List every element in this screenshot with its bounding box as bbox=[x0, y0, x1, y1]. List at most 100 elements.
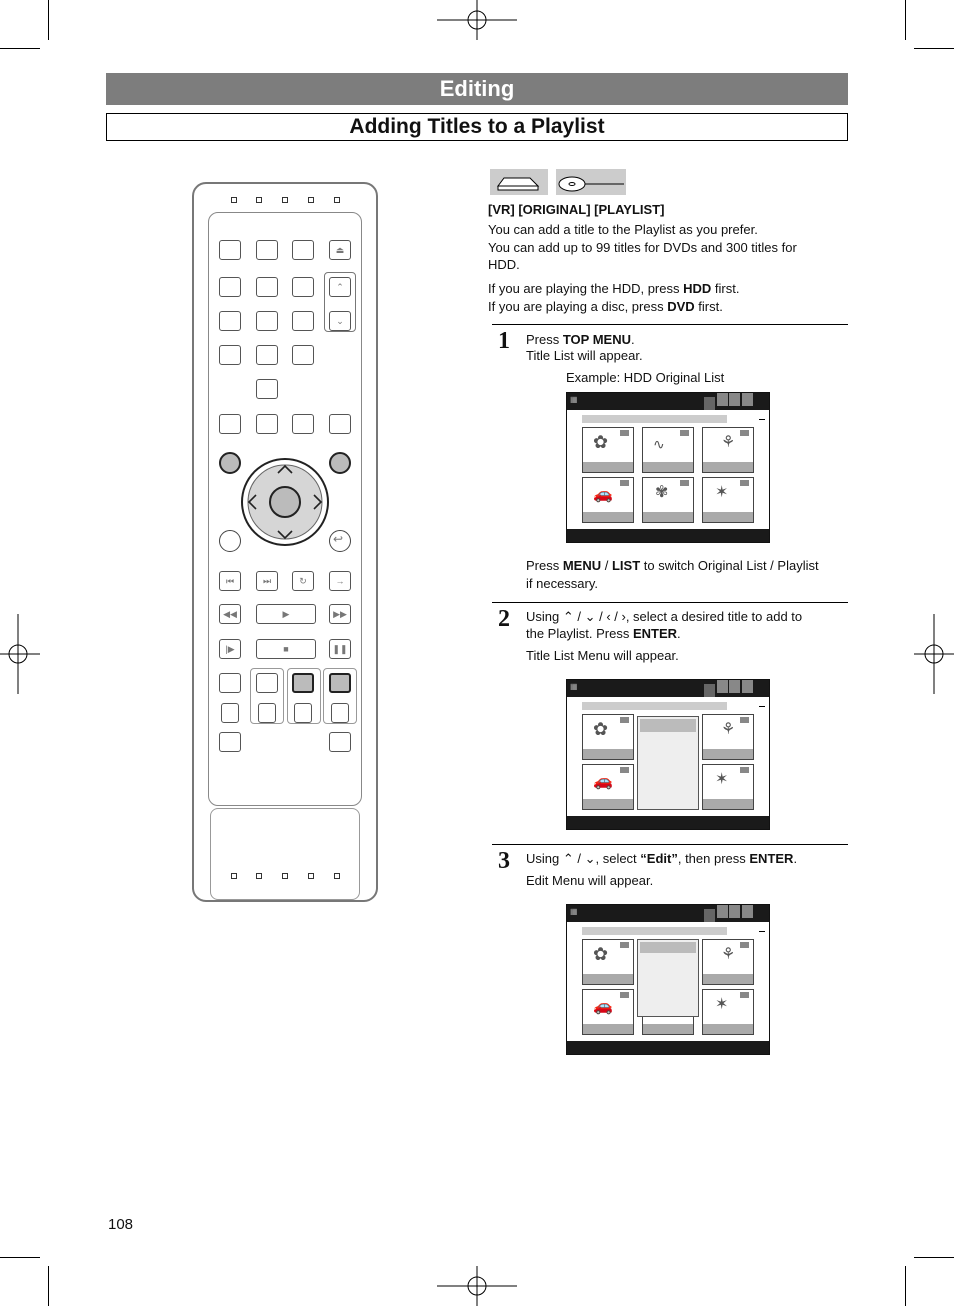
top-menu-button bbox=[219, 452, 241, 474]
remote-button bbox=[219, 311, 241, 331]
tulip-thumb: ⚘ bbox=[702, 939, 754, 985]
remote-button bbox=[256, 379, 278, 399]
remote-button-down: ⌄ bbox=[329, 311, 351, 331]
hdd-instruction: If you are playing the HDD, press HDD fi… bbox=[488, 281, 740, 296]
remote-led bbox=[308, 873, 314, 879]
screen-title-bar bbox=[582, 927, 727, 935]
crop-mark bbox=[0, 1257, 40, 1258]
flowers-thumb: ✿ bbox=[582, 427, 634, 473]
menu-highlight bbox=[640, 942, 696, 953]
skip-button: → bbox=[329, 571, 351, 591]
remote-button-round bbox=[219, 530, 241, 552]
crop-mark bbox=[914, 1257, 954, 1258]
remote-panel bbox=[208, 212, 362, 806]
step-instruction: the Playlist. Press ENTER. bbox=[526, 626, 681, 641]
step-note: Press MENU / LIST to switch Original Lis… bbox=[526, 558, 819, 573]
screen-dash bbox=[759, 419, 765, 420]
replay-button: ↻ bbox=[292, 571, 314, 591]
screen-indicator bbox=[729, 905, 740, 918]
step-icon: |▶ bbox=[225, 643, 235, 654]
crop-mark bbox=[0, 48, 40, 49]
flowers-thumb: ✿ bbox=[582, 939, 634, 985]
step-number: 3 bbox=[498, 848, 510, 874]
step-number: 1 bbox=[498, 328, 510, 354]
screen-dash bbox=[759, 706, 765, 707]
crop-mark bbox=[48, 0, 49, 40]
edit-menu bbox=[637, 939, 699, 1017]
remote-button bbox=[256, 240, 278, 260]
remote-button bbox=[292, 277, 314, 297]
registration-mark bbox=[437, 0, 517, 40]
skip-forward-button: ⏭ bbox=[256, 571, 278, 591]
remote-button-up: ⌃ bbox=[329, 277, 351, 297]
remote-button bbox=[292, 345, 314, 365]
registration-mark bbox=[914, 614, 954, 694]
play-button: ▶ bbox=[256, 604, 316, 624]
screen-header: ▦ bbox=[567, 393, 769, 410]
remote-button bbox=[292, 240, 314, 260]
remote-led bbox=[256, 197, 262, 203]
grid-icon: ▦ bbox=[570, 682, 578, 691]
step-divider bbox=[492, 602, 848, 603]
screen-indicator bbox=[742, 680, 753, 693]
example-caption: Example: HDD Original List bbox=[566, 370, 725, 385]
hdd-button bbox=[292, 673, 314, 693]
arrow-keys-icon: ⌃ / ⌄ bbox=[562, 851, 596, 866]
section-header: Editing bbox=[106, 73, 848, 105]
remote-button bbox=[329, 414, 351, 434]
screen-footer bbox=[567, 816, 769, 829]
remote-led bbox=[308, 197, 314, 203]
crop-mark bbox=[905, 1266, 906, 1306]
remote-button bbox=[256, 311, 278, 331]
dvd-button bbox=[329, 673, 351, 693]
play-icon: ▶ bbox=[282, 608, 290, 619]
skip-back-button: ⏮ bbox=[219, 571, 241, 591]
screen-indicator bbox=[742, 393, 753, 406]
remote-button bbox=[258, 703, 276, 723]
skip-forward-icon: ⏭ bbox=[262, 575, 272, 586]
title-list-screen: ▦ ✿ ∿ ⚘ 🚗 ✾ ✶ bbox=[566, 392, 770, 543]
screen-indicator bbox=[704, 909, 715, 922]
grid-icon: ▦ bbox=[570, 395, 578, 404]
crop-mark bbox=[914, 48, 954, 49]
screen-indicator bbox=[704, 397, 715, 410]
step-button: |▶ bbox=[219, 639, 241, 659]
remote-button bbox=[256, 673, 278, 693]
intro-line: HDD. bbox=[488, 257, 520, 272]
eject-icon: ⏏ bbox=[335, 244, 345, 255]
worm-thumb: ∿ bbox=[642, 427, 694, 473]
remote-button bbox=[219, 414, 241, 434]
edit-menu-screen: ▦ ✿ ⚘ 🚗 ✶ bbox=[566, 904, 770, 1055]
dvd-disc-icon bbox=[556, 169, 626, 195]
dvd-instruction: If you are playing a disc, press DVD fir… bbox=[488, 299, 723, 314]
title-list-menu-screen: ▦ ✿ ⚘ 🚗 ✶ bbox=[566, 679, 770, 830]
button-group bbox=[323, 668, 357, 724]
forward-button: ▶▶ bbox=[329, 604, 351, 624]
channel-rocker bbox=[324, 272, 356, 332]
down-icon: ⌄ bbox=[336, 315, 344, 326]
remote-button bbox=[294, 703, 312, 723]
screen-footer bbox=[567, 529, 769, 542]
rewind-button: ◀◀ bbox=[219, 604, 241, 624]
stars-thumb: ✶ bbox=[702, 764, 754, 810]
menu-list-button bbox=[329, 452, 351, 474]
screen-indicator bbox=[717, 393, 728, 406]
remote-led bbox=[334, 197, 340, 203]
page-number: 108 bbox=[108, 1216, 134, 1233]
crop-mark bbox=[48, 1266, 49, 1306]
butterfly-thumb: ✾ bbox=[642, 477, 694, 523]
remote-button bbox=[329, 732, 351, 752]
remote-button-eject: ⏏ bbox=[329, 240, 351, 260]
screen-footer bbox=[567, 1041, 769, 1054]
crop-mark bbox=[905, 0, 906, 40]
screen-indicator bbox=[704, 684, 715, 697]
return-icon: ↩ bbox=[333, 532, 344, 546]
registration-mark bbox=[0, 614, 40, 694]
pause-button: ❚❚ bbox=[329, 639, 351, 659]
hdd-icon bbox=[490, 169, 548, 195]
intro-line: You can add a title to the Playlist as y… bbox=[488, 222, 758, 237]
car-thumb: 🚗 bbox=[582, 989, 634, 1035]
remote-button bbox=[219, 673, 241, 693]
step-result: Title List will appear. bbox=[526, 348, 643, 363]
intro-line: You can add up to 99 titles for DVDs and… bbox=[488, 240, 797, 255]
